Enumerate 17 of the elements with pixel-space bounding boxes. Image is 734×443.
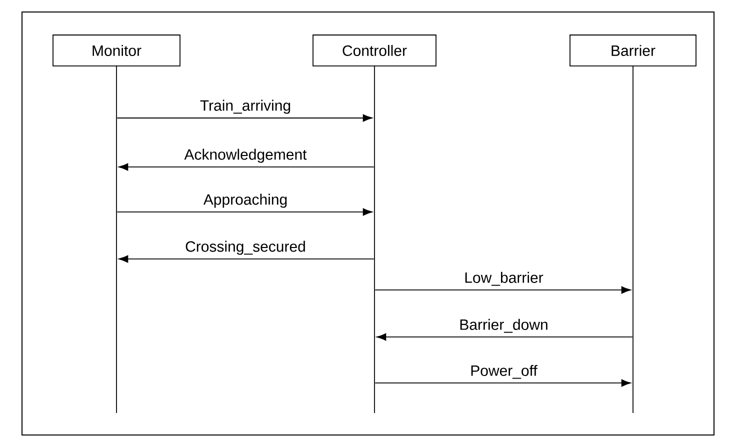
message-arrow — [374, 379, 631, 387]
message-label: Low_barrier — [465, 272, 544, 286]
message-arrow — [118, 255, 374, 263]
participant-box: Barrier — [570, 34, 696, 66]
participant-box: Monitor — [52, 34, 180, 66]
participant-box: Controller — [312, 34, 436, 66]
message-label: Barrier_down — [460, 318, 548, 333]
message-arrow — [374, 286, 631, 294]
message-label: Crossing_secured — [186, 240, 305, 255]
message-arrow — [118, 163, 374, 171]
message-label: Approaching — [203, 194, 287, 208]
message-arrow — [116, 114, 372, 122]
message-arrow — [116, 208, 372, 216]
message-arrow — [376, 333, 633, 341]
message-label: Power_off — [471, 364, 538, 379]
message-label: Acknowledgement — [184, 148, 307, 163]
message-label: Train_arriving — [200, 100, 290, 114]
